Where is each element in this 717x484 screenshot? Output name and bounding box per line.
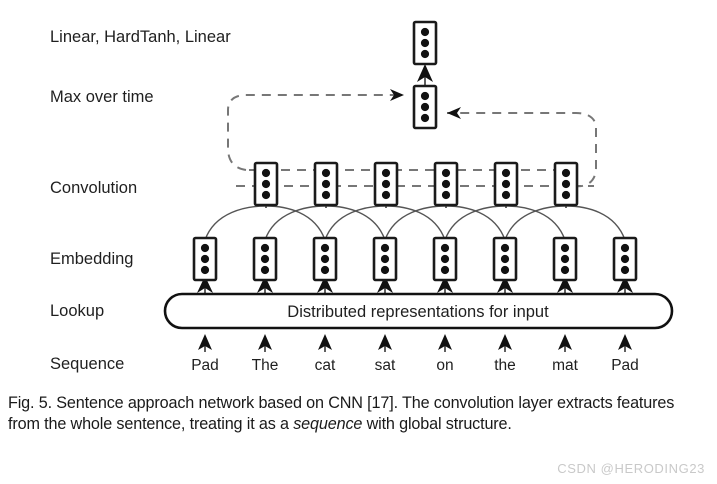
caption-emphasis: sequence	[293, 415, 363, 434]
network-diagram: Linear, HardTanh, Linear Max over time C…	[50, 20, 674, 374]
dashed-arrowhead-left	[390, 89, 404, 101]
dashed-arrowhead-right	[447, 107, 461, 119]
convolution-neuron-boxes	[253, 161, 579, 207]
embedding-neuron-boxes	[192, 236, 638, 282]
neuron-box	[552, 236, 578, 282]
word-label: Pad	[191, 357, 219, 374]
dashed-path-right	[447, 112, 597, 188]
lookup-box-text: Distributed representations for input	[287, 303, 549, 321]
dashed-path-left	[227, 94, 404, 171]
arrow-up	[617, 276, 633, 294]
word-label: on	[436, 357, 453, 374]
caption-text-part2: with global structure.	[362, 415, 512, 434]
arrow-up	[317, 276, 333, 294]
sequence-input-arrows	[198, 334, 632, 352]
word-label: cat	[315, 357, 336, 374]
caption-text-part1: Sentence approach network based on CNN […	[8, 394, 675, 434]
neuron-box	[372, 236, 398, 282]
arrow-up	[437, 276, 453, 294]
sequence-word-labels: Pad The cat sat on the mat Pad	[191, 357, 639, 374]
caption-figure-number: Fig. 5.	[8, 394, 52, 412]
word-label: mat	[552, 357, 579, 374]
neuron-box	[553, 161, 579, 207]
label-sequence-layer: Sequence	[50, 355, 124, 373]
arrow-up	[438, 334, 452, 352]
convolution-input-arrows	[258, 190, 574, 208]
label-output-layer: Linear, HardTanh, Linear	[50, 28, 231, 46]
word-label: Pad	[611, 357, 639, 374]
label-convolution-layer: Convolution	[50, 179, 137, 197]
neuron-box	[492, 236, 518, 282]
arrow-up	[497, 276, 513, 294]
label-embedding-layer: Embedding	[50, 250, 133, 268]
neuron-box	[313, 161, 339, 207]
arrow-up	[198, 334, 212, 352]
neuron-box	[253, 161, 279, 207]
arrow-up	[197, 276, 213, 294]
arrow-up	[377, 276, 393, 294]
neuron-box	[192, 236, 218, 282]
arrow-up	[618, 334, 632, 352]
output-input-arrow	[417, 64, 433, 86]
word-label: The	[252, 357, 279, 374]
arc	[565, 205, 626, 241]
neuron-box	[493, 161, 519, 207]
neuron-box	[252, 236, 278, 282]
arrow-up	[378, 334, 392, 352]
neuron-box	[312, 236, 338, 282]
csdn-watermark: CSDN @HERODING23	[557, 461, 705, 476]
arrow-up	[257, 276, 273, 294]
label-max-layer: Max over time	[50, 88, 154, 106]
arrow-up	[318, 334, 332, 352]
neuron-box	[432, 236, 458, 282]
neuron-box	[433, 161, 459, 207]
label-lookup-layer: Lookup	[50, 302, 104, 320]
arrow-up	[258, 334, 272, 352]
word-label: the	[494, 357, 516, 374]
max-pool-dashed-routing	[227, 89, 597, 188]
arrow-up	[498, 334, 512, 352]
embedding-input-arrows	[197, 276, 633, 294]
figure-caption: Fig. 5. Sentence approach network based …	[8, 393, 710, 436]
neuron-box	[612, 236, 638, 282]
output-neuron-box	[412, 20, 438, 66]
arrow-up	[557, 276, 573, 294]
max-over-time-neuron-box	[412, 84, 438, 130]
lookup-box: Distributed representations for input	[163, 292, 674, 330]
arc	[204, 205, 267, 241]
neuron-box	[373, 161, 399, 207]
word-label: sat	[375, 357, 396, 374]
embedding-to-convolution-arcs	[204, 205, 626, 241]
arrow-up	[558, 334, 572, 352]
